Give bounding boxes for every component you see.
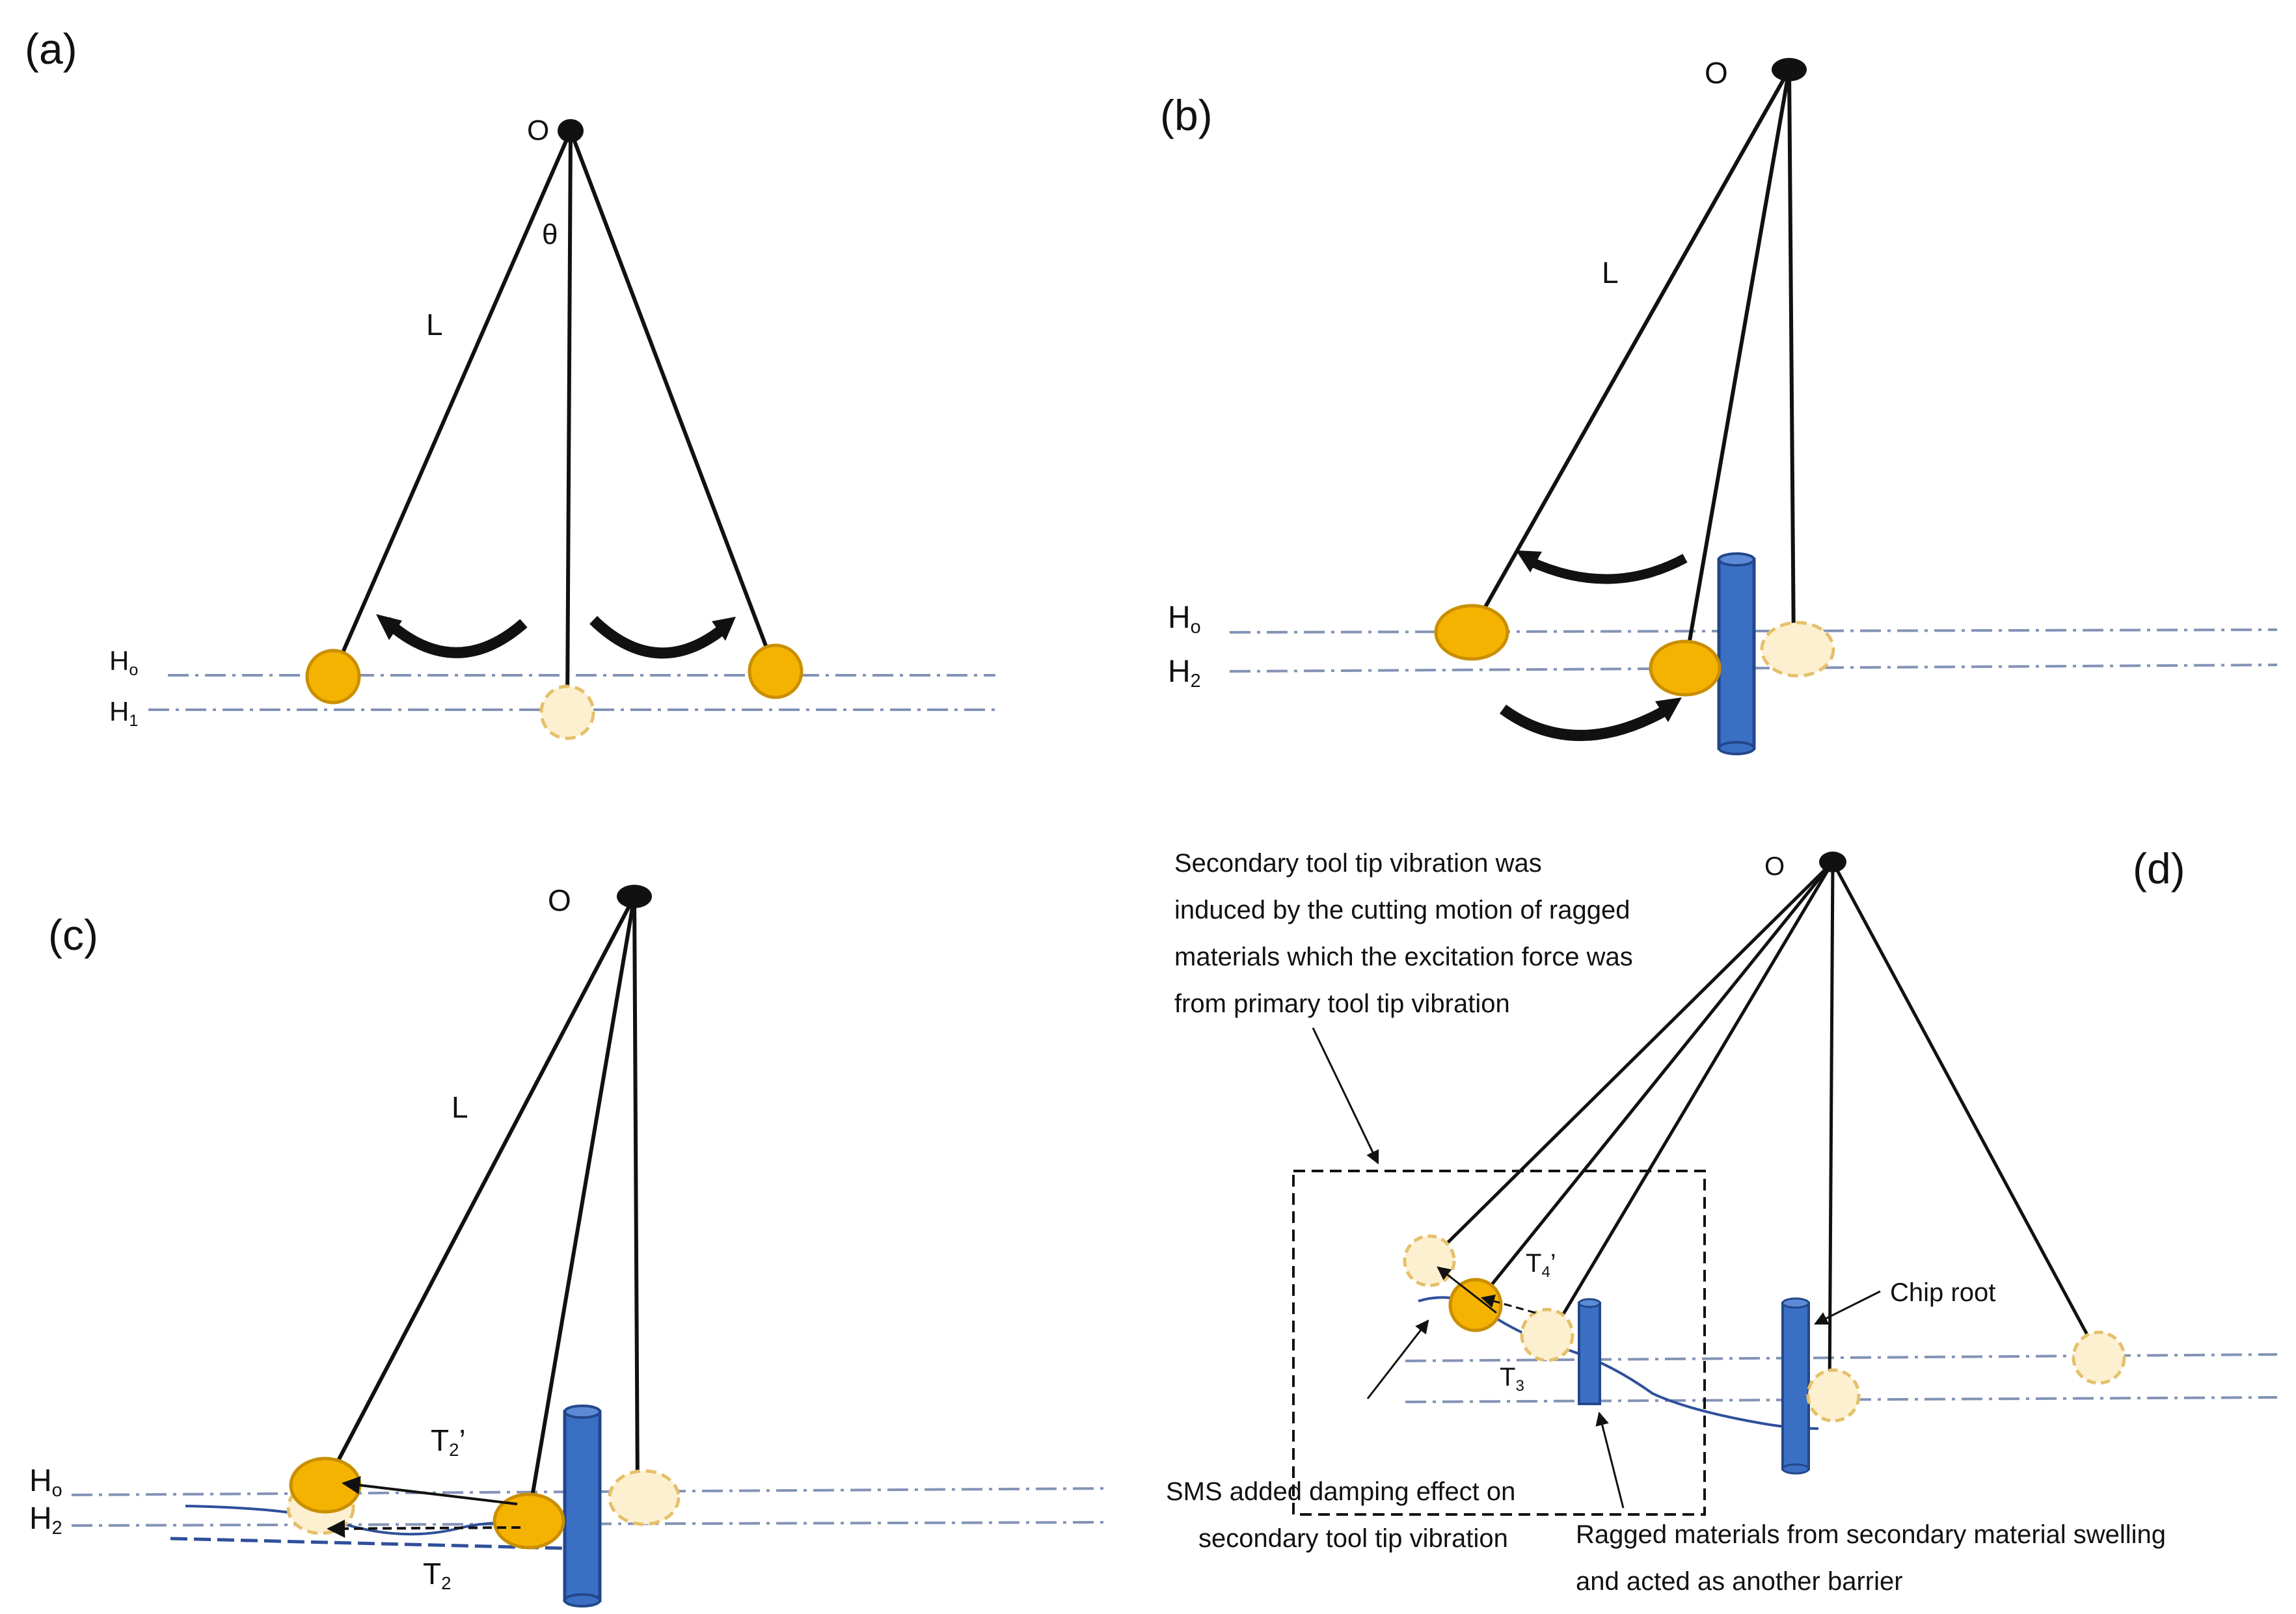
h2-label: H2	[29, 1501, 62, 1539]
panel-a-label: (a)	[25, 25, 77, 73]
swing-arrow-icon	[1500, 705, 1669, 741]
barrier-bottom	[1781, 1463, 1810, 1475]
dashed-arrow-icon	[327, 1519, 521, 1538]
arrowhead-icon	[376, 614, 402, 640]
barrier-post	[1578, 1302, 1601, 1405]
barrier-post	[563, 1410, 602, 1602]
length-label: L	[452, 1090, 468, 1124]
pivot-label: O	[548, 883, 571, 917]
swing-arrow-icon	[589, 615, 731, 659]
t2-label: T2	[423, 1557, 451, 1593]
panel-c: (c) O L T2’ T2 Ho H2	[29, 883, 1107, 1607]
chip-root-pointer	[1814, 1290, 1881, 1325]
straight-arrow-icon	[342, 1476, 518, 1505]
pivot-point	[558, 119, 584, 142]
t2-prime-label: T2’	[431, 1423, 466, 1460]
pivot-point	[1819, 852, 1846, 872]
pivot-label: O	[1705, 56, 1728, 90]
pendulum-bob	[1448, 1278, 1503, 1332]
ho-label: Ho	[109, 645, 138, 679]
note-sms-damping: SMS added damping effect on secondary to…	[1166, 1477, 1523, 1553]
pivot-label: O	[527, 114, 549, 146]
angle-label: θ	[542, 219, 558, 250]
callout-pointer	[1312, 1027, 1379, 1164]
pendulum-bob-rest	[608, 1469, 681, 1526]
pendulum-string	[1828, 861, 1835, 1394]
panel-d: (d) Secondary tool tip vibration was ind…	[1166, 844, 2278, 1596]
pendulum-string	[1683, 69, 1791, 667]
sms-pointer	[1366, 1319, 1429, 1399]
pendulum-bob-rest	[1760, 621, 1835, 678]
length-label: L	[1602, 256, 1619, 289]
pivot-point	[1772, 58, 1807, 81]
barrier-top	[1718, 552, 1755, 567]
pendulum-bob-rest	[539, 684, 595, 740]
pendulum-bob-rest	[2072, 1330, 2126, 1385]
panel-b-label: (b)	[1160, 91, 1213, 139]
ho-level-line	[71, 1487, 1107, 1496]
note-ragged-materials: Ragged materials from secondary material…	[1576, 1520, 2173, 1596]
arrowhead-icon	[1655, 697, 1682, 722]
pendulum-string	[632, 896, 640, 1497]
h2-level-line	[71, 1521, 1107, 1527]
callout-box	[1292, 1170, 1706, 1516]
pendulum-string	[1430, 861, 1834, 1260]
barrier-post	[1717, 558, 1756, 750]
barrier-bottom	[1718, 741, 1755, 755]
pendulum-string	[569, 129, 777, 673]
t4-prime-label: T4’	[1526, 1249, 1556, 1281]
arrowhead-icon	[712, 617, 736, 641]
pendulum-string	[331, 129, 573, 676]
pendulum-string	[1831, 861, 2101, 1358]
pendulum-string	[1550, 861, 1835, 1335]
chip-root-label: Chip root	[1890, 1278, 1995, 1307]
ragged-pointer	[1595, 1411, 1625, 1509]
barrier-post	[1781, 1302, 1810, 1470]
arrowhead-icon	[1516, 550, 1542, 572]
h2-label: H2	[1168, 654, 1201, 692]
pendulum-bob-rest	[1806, 1368, 1861, 1423]
pendulum-string	[1470, 68, 1791, 632]
panel-b: (b) O L Ho H2	[1160, 56, 2278, 755]
swing-arrow-icon	[1526, 554, 1688, 584]
pivot-point	[617, 885, 652, 908]
dashed-trace-line	[170, 1537, 567, 1550]
ho-label: Ho	[1168, 600, 1201, 638]
panel-c-label: (c)	[48, 911, 98, 959]
note-secondary-vibration: Secondary tool tip vibration was induced…	[1174, 849, 1640, 1018]
pendulum-bob-rest	[1520, 1308, 1574, 1362]
pendulum-string	[526, 896, 636, 1520]
h1-label: H1	[109, 696, 138, 730]
barrier-top	[563, 1405, 601, 1419]
t3-label: T3	[1500, 1363, 1524, 1395]
length-label: L	[426, 308, 443, 342]
swing-arrow-icon	[383, 617, 528, 658]
pendulum-string	[565, 130, 573, 712]
barrier-top	[1781, 1297, 1810, 1309]
level-line	[1405, 1353, 2278, 1362]
ho-label: Ho	[29, 1464, 62, 1501]
pendulum-string	[323, 895, 636, 1486]
panel-a: (a) O θ L Ho H1	[25, 25, 1001, 740]
pendulum-bob	[1649, 639, 1722, 697]
dashed-arrow-icon	[1480, 1294, 1536, 1314]
pendulum-string	[1787, 69, 1796, 650]
pendulum-bob	[1434, 604, 1509, 661]
pivot-label: O	[1764, 852, 1785, 881]
pendulum-bob	[748, 643, 804, 699]
pendulum-bob	[305, 649, 361, 705]
pendulum-bob	[493, 1492, 565, 1550]
pendulum-bob-rest	[1403, 1234, 1456, 1287]
panel-d-label: (d)	[2133, 844, 2185, 893]
pendulum-string	[1476, 861, 1834, 1304]
barrier-bottom	[563, 1593, 601, 1607]
barrier-top	[1578, 1298, 1601, 1308]
